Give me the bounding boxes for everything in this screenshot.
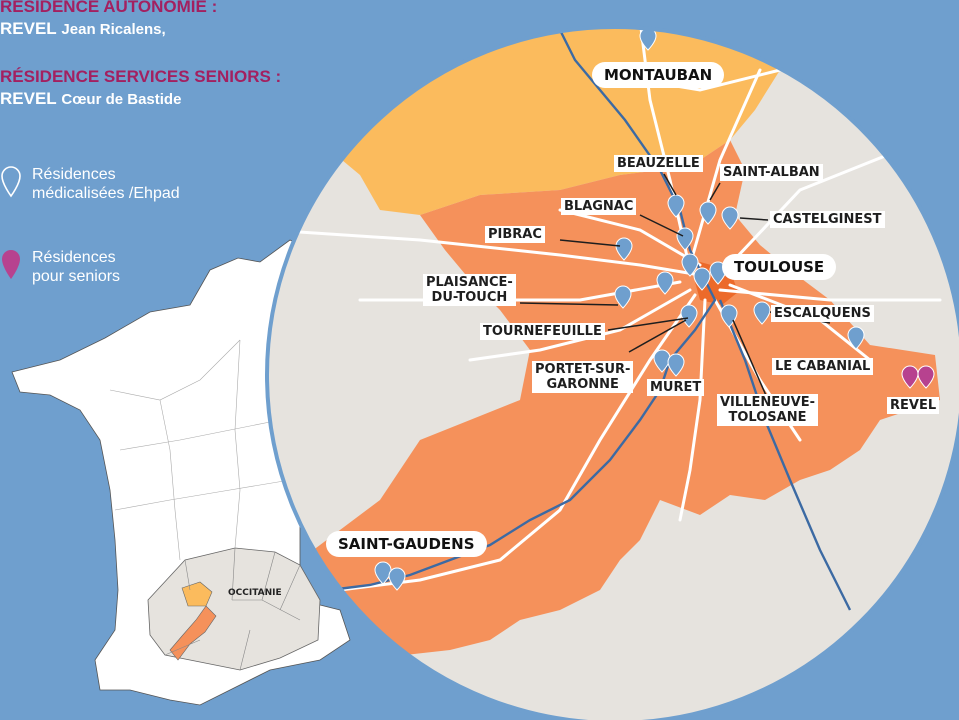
pin-magenta-icon	[2, 250, 20, 279]
label-plaisance-line2: DU-TOUCH	[431, 290, 508, 305]
label-portet-line1: PORTET-SUR-	[535, 362, 631, 377]
pin-saint-gaudens-b	[388, 567, 406, 591]
services-heading: RÉSIDENCE SERVICES SENIORS : REVEL Cœur …	[0, 66, 281, 111]
pin-revel-b	[917, 365, 935, 389]
pin-toulouse-c	[693, 267, 711, 291]
legend-ehpad: Résidences médicalisées /Ehpad	[0, 165, 180, 203]
occitanie-label: OCCITANIE	[228, 588, 282, 598]
label-plaisance-line1: PLAISANCE-	[426, 275, 513, 290]
pin-escalquens	[753, 301, 771, 325]
services-kicker: RÉSIDENCE SERVICES SENIORS :	[0, 67, 282, 86]
legend-seniors-line1: Résidences	[32, 249, 116, 266]
pin-portet	[680, 304, 698, 328]
label-villeneuve-line1: VILLENEUVE-	[720, 395, 815, 410]
label-le-cabanial: LE CABANIAL	[772, 358, 874, 375]
label-plaisance-du-touch: PLAISANCE- DU-TOUCH	[423, 274, 516, 306]
senior-pins	[901, 365, 935, 389]
label-montauban: MONTAUBAN	[592, 62, 725, 88]
label-muret: MURET	[647, 379, 705, 396]
autonomie-name: Jean Ricalens,	[61, 21, 166, 38]
label-saint-gaudens: SAINT-GAUDENS	[326, 531, 487, 557]
services-name: Cœur de Bastide	[61, 91, 182, 108]
label-leader-lines	[519, 173, 831, 401]
label-villeneuve-tolosane: VILLENEUVE- TOLOSANE	[717, 394, 818, 426]
pin-montauban	[639, 27, 657, 51]
autonomie-town: REVEL	[0, 19, 57, 38]
label-tournefeuille: TOURNEFEUILLE	[480, 323, 605, 340]
legend-seniors: Résidences pour seniors	[0, 248, 120, 286]
pin-beauzelle	[667, 194, 685, 218]
label-beauzelle: BEAUZELLE	[614, 155, 703, 172]
pin-plaisance	[614, 285, 632, 309]
pin-toulouse-a	[681, 253, 699, 277]
france-inset-map	[11, 239, 351, 706]
inset-departments	[164, 547, 301, 671]
haute-garonne-inset	[169, 605, 217, 661]
label-pibrac: PIBRAC	[485, 226, 545, 243]
autonomie-kicker: RÉSIDENCE AUTONOMIE :	[0, 0, 218, 16]
legend-seniors-line2: pour seniors	[32, 268, 121, 285]
label-escalquens: ESCALQUENS	[771, 305, 874, 322]
ehpad-pins	[374, 27, 865, 591]
label-revel: REVEL	[887, 397, 940, 414]
label-blagnac: BLAGNAC	[561, 198, 637, 215]
pin-outline-icon	[1, 166, 21, 198]
pin-muret-a	[653, 349, 671, 373]
pin-revel-a	[901, 365, 919, 389]
label-villeneuve-line2: TOLOSANE	[728, 410, 807, 425]
label-portet-line2: GARONNE	[546, 377, 619, 392]
label-portet-sur-garonne: PORTET-SUR- GARONNE	[532, 361, 634, 393]
pin-muret-b	[667, 353, 685, 377]
label-saint-alban: SAINT-ALBAN	[720, 164, 823, 181]
pin-tournefeuille	[656, 271, 674, 295]
circle-map-border	[265, 25, 959, 720]
pin-pibrac	[615, 237, 633, 261]
legend-ehpad-line2: médicalisées /Ehpad	[32, 185, 180, 202]
france-departments	[109, 339, 291, 561]
autonomie-heading: RÉSIDENCE AUTONOMIE : REVEL Jean Ricalen…	[0, 0, 217, 41]
services-town: REVEL	[0, 89, 57, 108]
pin-saint-gaudens-a	[374, 561, 392, 585]
pin-saint-alban	[699, 201, 717, 225]
pin-le-cabanial	[847, 326, 865, 350]
pin-castelginest	[721, 206, 739, 230]
legend-ehpad-line1: Résidences	[32, 166, 116, 183]
label-toulouse: TOULOUSE	[722, 254, 837, 280]
label-castelginest: CASTELGINEST	[770, 211, 885, 228]
